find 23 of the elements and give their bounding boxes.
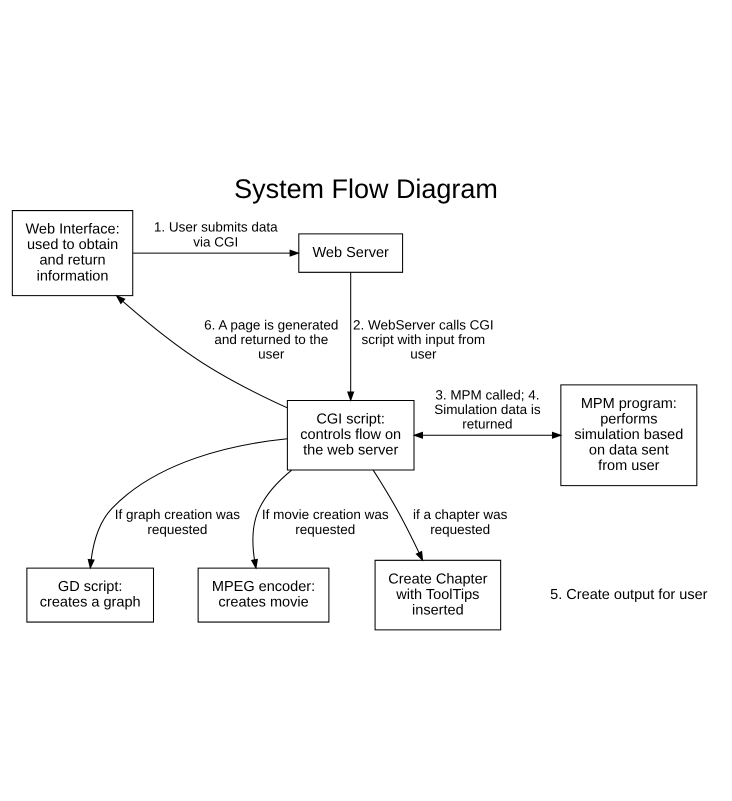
edge-label: If graph creation was requested bbox=[114, 506, 240, 536]
arrow bbox=[88, 438, 288, 570]
node-box: Web Server bbox=[298, 232, 404, 272]
arrow bbox=[412, 431, 562, 438]
arrow bbox=[372, 470, 424, 562]
node-box: GD script: creates a graph bbox=[26, 567, 154, 622]
arrow bbox=[115, 294, 288, 408]
edge-label: 1. User submits data via CGI bbox=[154, 219, 278, 249]
arrow bbox=[132, 248, 300, 256]
node-box: Create Chapter with ToolTips inserted bbox=[374, 559, 502, 630]
arrow bbox=[347, 272, 354, 402]
node-box: CGI script: controls flow on the web server bbox=[286, 399, 415, 470]
node-box: Web Interface: used to obtain and return information bbox=[12, 210, 134, 296]
arrow bbox=[250, 469, 292, 570]
node-box: MPM program: performs simulation based on data sent from user bbox=[560, 384, 698, 486]
diagram-title: System Flow Diagram bbox=[234, 173, 498, 204]
label: 5. Create output for user bbox=[550, 586, 708, 602]
edge-label: If movie creation was requested bbox=[262, 506, 389, 536]
edge-label: if a chapter was requested bbox=[412, 506, 508, 536]
node-box: MPEG encoder: creates movie bbox=[198, 567, 330, 622]
edge-label: 6. A page is generated and returned to the user bbox=[204, 316, 338, 361]
edge-label: 2. WebServer calls CGI script with input from user bbox=[353, 316, 494, 361]
edge-label: 3. MPM called; 4. Simulation data is returned bbox=[434, 386, 541, 431]
